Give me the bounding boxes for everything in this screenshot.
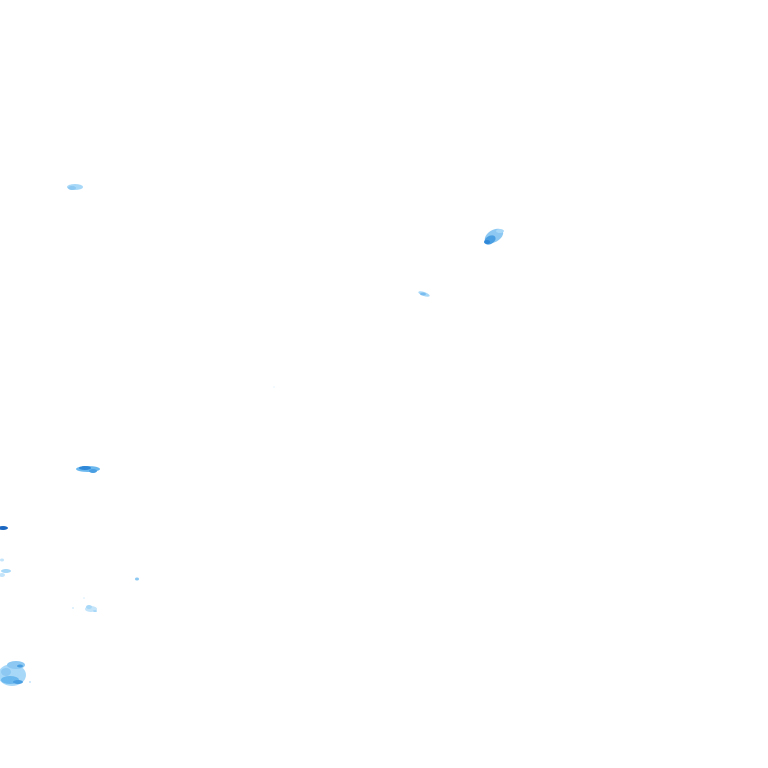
radar-echo — [0, 526, 8, 530]
radar-echo — [72, 597, 97, 612]
radar-echo — [484, 228, 504, 245]
radar-echo — [135, 577, 139, 581]
radar-echo — [273, 386, 275, 388]
radar-echo — [67, 184, 83, 190]
radar-echo — [0, 661, 31, 686]
radar-echo — [76, 466, 100, 473]
radar-echo — [418, 291, 430, 297]
radar-echo — [0, 558, 11, 577]
